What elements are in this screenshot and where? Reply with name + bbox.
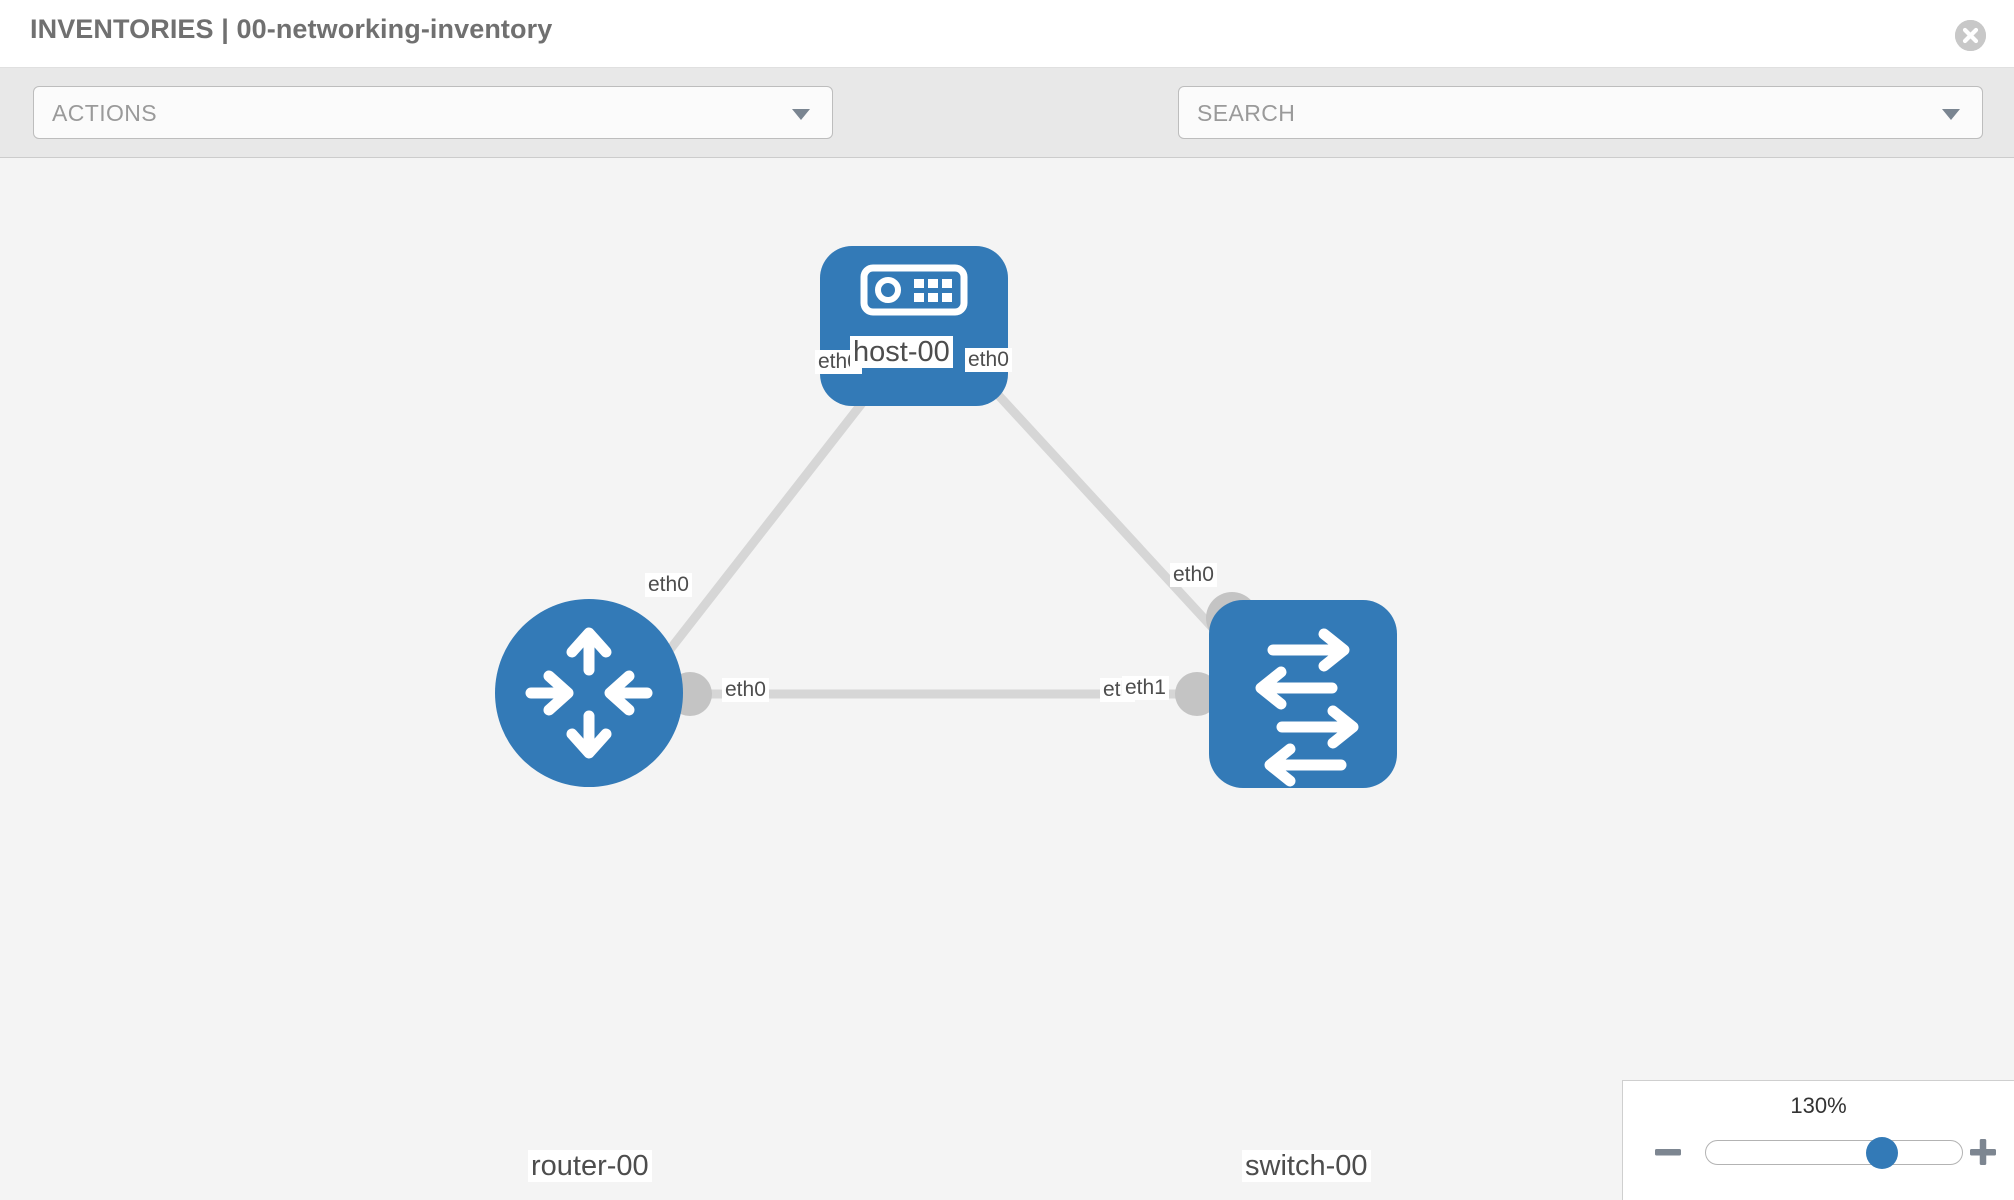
- page-title: INVENTORIES | 00-networking-inventory: [30, 14, 553, 44]
- node-label-router-00: router-00: [528, 1150, 652, 1183]
- node-label-switch-00: switch-00: [1242, 1150, 1371, 1183]
- search-placeholder: SEARCH: [1197, 100, 1296, 126]
- chevron-down-icon: [1942, 109, 1960, 120]
- node-label-host-00: host-00: [850, 336, 953, 369]
- interface-label-host-right: eth0: [965, 348, 1012, 373]
- node-host-00: [820, 246, 1008, 406]
- topology-graph: [495, 246, 1397, 788]
- edge-host-switch: [950, 343, 1250, 668]
- actions-dropdown[interactable]: ACTIONS: [33, 86, 833, 139]
- zoom-slider-track[interactable]: [1705, 1137, 1963, 1169]
- zoom-out-button[interactable]: [1651, 1135, 1685, 1169]
- node-router-00: [495, 599, 683, 787]
- connector-switch-left: [1175, 672, 1219, 716]
- switch-arrows-icon: [1255, 628, 1359, 787]
- interface-label-switch-up: eth0: [1170, 563, 1217, 588]
- zoom-control: 130%: [1622, 1080, 2014, 1200]
- interface-label-router-right: eth0: [722, 678, 769, 703]
- zoom-in-button[interactable]: [1966, 1135, 2000, 1169]
- interface-label-router-up: eth0: [645, 573, 692, 598]
- page-header: INVENTORIES | 00-networking-inventory: [0, 0, 2014, 68]
- actions-dropdown-label: ACTIONS: [52, 100, 158, 126]
- server-icon: [860, 264, 968, 316]
- topology-canvas[interactable]: eth0 host-00 eth0 eth0 eth0 eth0 eth eth…: [0, 158, 2014, 1200]
- zoom-slider-thumb[interactable]: [1866, 1137, 1898, 1169]
- chevron-down-icon: [792, 109, 810, 120]
- toolbar: ACTIONS SEARC: [0, 68, 2014, 197]
- search-input[interactable]: SEARCH: [1178, 86, 1983, 139]
- interface-label-switch-left-b: eth1: [1122, 676, 1169, 701]
- zoom-level-value: 130%: [1790, 1093, 1847, 1118]
- node-switch-00: [1209, 600, 1397, 788]
- router-arrows-icon: [525, 627, 653, 759]
- close-icon[interactable]: [1955, 20, 1986, 51]
